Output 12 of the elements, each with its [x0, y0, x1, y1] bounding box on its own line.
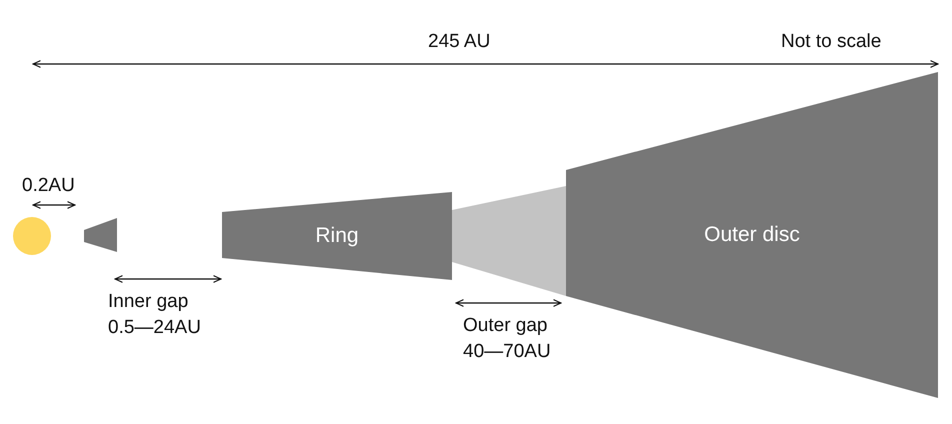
dimension-label: 0.5—24AU: [108, 317, 201, 339]
gap-label: Inner gap: [108, 291, 188, 313]
disc-label: Ring: [315, 224, 359, 248]
gap-label: Outer gap: [463, 315, 548, 337]
dimension-label: 40—70AU: [463, 341, 551, 363]
ring-shape: [222, 192, 452, 280]
disc-label: Outer disc: [704, 223, 800, 247]
gap-region-shape: [452, 186, 566, 296]
star-circle: [13, 217, 51, 255]
dimension-label: 0.2AU: [22, 175, 75, 197]
note-text: Not to scale: [781, 31, 882, 53]
dimension-label: 245 AU: [428, 31, 490, 53]
